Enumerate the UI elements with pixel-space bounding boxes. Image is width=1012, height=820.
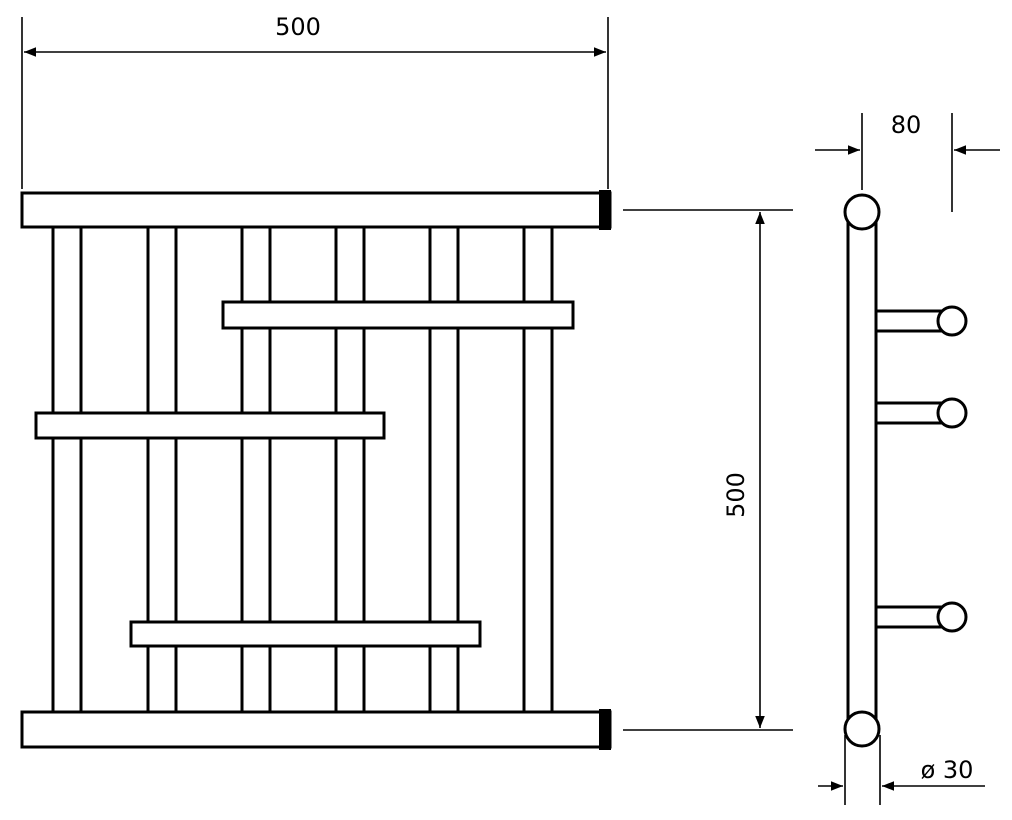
top-collector-cap: [599, 190, 611, 230]
height-dimension: 500: [623, 209, 793, 731]
side-view: [843, 193, 968, 748]
height-dimension-label: 500: [722, 472, 750, 518]
bottom-collector-cap: [599, 709, 611, 750]
vertical-tube-1: [51, 224, 83, 714]
diameter-dimension: ø 30: [818, 735, 985, 805]
side-shelf-2: [874, 397, 968, 429]
shelf-upper: [221, 300, 575, 330]
diameter-dimension-label: ø 30: [921, 756, 974, 784]
side-top-collector: [843, 193, 881, 231]
depth-dimension: 80: [815, 111, 1000, 212]
depth-dimension-label: 80: [891, 111, 922, 139]
shelf-lower: [129, 620, 482, 648]
side-shelf-3: [874, 601, 968, 633]
width-dimension: 500: [21, 13, 609, 189]
front-view: [20, 190, 612, 750]
side-bottom-collector: [843, 710, 881, 748]
side-vertical-rail: [846, 210, 878, 729]
shelf-middle: [34, 411, 386, 440]
side-shelf-1: [874, 305, 968, 337]
bottom-collector: [20, 710, 612, 749]
width-dimension-label: 500: [275, 13, 321, 41]
top-collector: [20, 191, 612, 229]
vertical-tube-6: [522, 224, 554, 714]
